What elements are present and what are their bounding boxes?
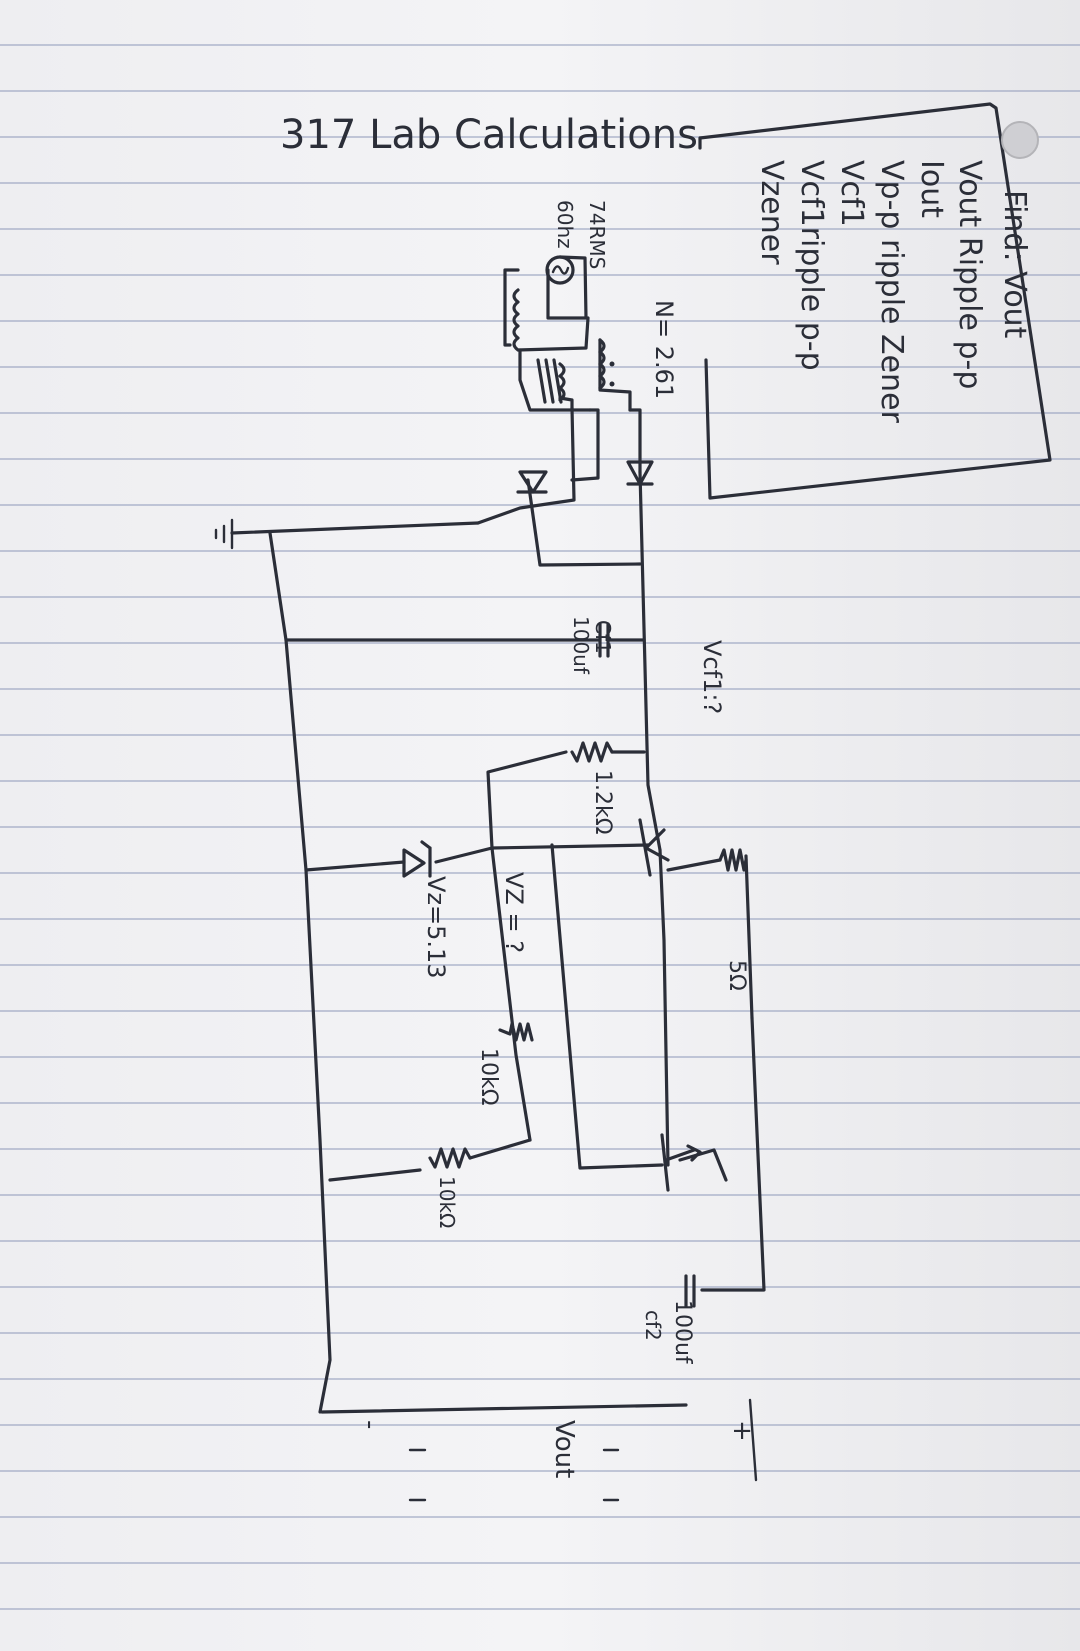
transistor-q2-icon [660,1133,702,1192]
find-item-vout-ripple: Vout Ripple p-p [952,160,987,389]
turns-ratio-label: N= 2.61 [650,300,678,399]
transformer-icon [512,288,632,412]
source-rms-label: 74RMS [585,200,609,269]
vcf1-label: Vcf1:? [698,640,726,714]
find-item-iout: Iout [914,160,949,218]
r-base-value: 5Ω [724,960,749,991]
resistor-5ohm-icon [718,848,748,872]
source-frequency-label: 60hz [553,200,577,249]
r2-value: 10kΩ [476,1048,501,1106]
resistor-1-2k-icon [570,741,614,763]
transistor-q1-icon [638,818,670,877]
ground-icon-top [214,518,234,550]
r1-value: 1.2kΩ [590,770,615,835]
find-item-vcf1: Vcf1 [834,160,869,227]
find-box-outline [698,102,1052,500]
find-list: Find: Vout [997,190,1032,339]
resistor-10k-a-icon [498,1022,534,1042]
capacitor-cf1-icon [598,622,610,658]
zener-diode-icon [402,840,432,878]
plus-terminal-label: + [727,1420,757,1442]
page-title: 317 Lab Calculations [280,112,698,158]
resistor-10k-b-icon [428,1147,472,1169]
binder-hole [1001,121,1039,159]
vz-unknown-label: VZ = ? [500,872,528,953]
r3-value: 10kΩ [435,1176,459,1228]
source-wires [503,255,588,347]
cf1-label: Cf1 [591,620,615,654]
vz-value-label: Vz=5.13 [422,876,450,979]
find-item-vzener: Vzener [754,160,789,265]
wires [230,102,1052,1414]
diode-upper-icon [626,460,654,486]
cf1-value: 100uf [569,616,593,675]
capacitor-cf2-icon [684,1274,696,1308]
cf2-label: cf2 [641,1310,665,1341]
find-item-vpp-ripple-zener: Vp-p ripple Zener [874,160,909,424]
diode-lower-icon [516,470,548,494]
output-terminals [408,1398,758,1502]
cf2-value: 100uf [670,1300,695,1365]
vout-label: Vout [549,1420,579,1478]
find-heading: Find: Vout [997,190,1032,339]
minus-terminal-label: - [355,1420,385,1429]
find-item-vcf1-ripple: Vcf1ripple p-p [794,160,829,371]
